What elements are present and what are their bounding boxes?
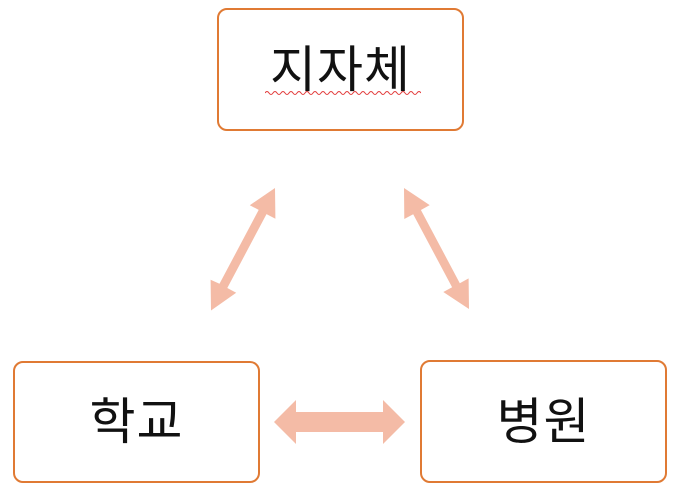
- node-label: 학교: [89, 393, 184, 451]
- arrow-top-right: [404, 188, 469, 309]
- node-hospital[interactable]: 병원: [420, 360, 667, 483]
- node-local-government[interactable]: 지자체: [217, 8, 464, 131]
- spellcheck-underline: [265, 91, 421, 95]
- arrow-top-left: [210, 188, 276, 311]
- node-label: 병원: [496, 392, 591, 451]
- arrow-left-right: [274, 400, 405, 444]
- node-label: 지자체: [270, 40, 411, 99]
- node-school[interactable]: 학교: [13, 361, 260, 483]
